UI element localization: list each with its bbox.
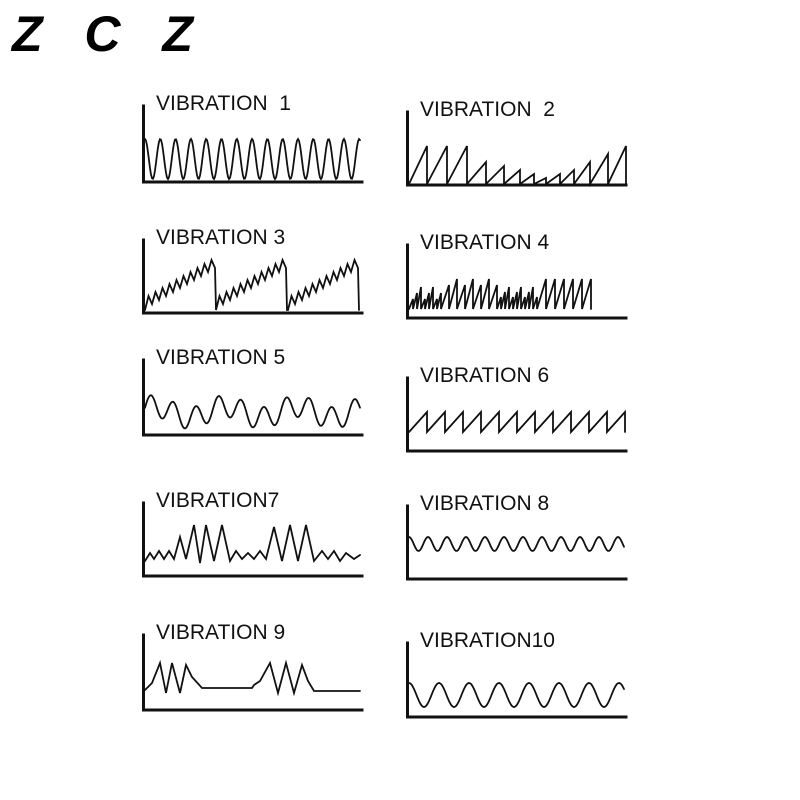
pattern-label-5: VIBRATION 5 <box>156 346 286 369</box>
pattern-label-9: VIBRATION 9 <box>156 621 286 644</box>
pattern-panel-10: VIBRATION10 <box>406 629 628 721</box>
axis-8 <box>406 504 628 581</box>
axis-7 <box>142 501 364 578</box>
pattern-graph-9 <box>142 633 364 712</box>
axis-3 <box>142 238 364 315</box>
pattern-graph-1 <box>142 104 364 184</box>
pattern-graph-7 <box>142 501 364 578</box>
pattern-graph-8 <box>406 504 628 581</box>
brand-logo: Z C Z <box>12 6 207 62</box>
pattern-graph-4 <box>406 243 628 320</box>
waveform-8 <box>408 536 625 552</box>
pattern-panel-9: VIBRATION 9 <box>142 621 364 713</box>
pattern-label-2: VIBRATION 2 <box>420 98 555 121</box>
pattern-label-10: VIBRATION10 <box>420 629 555 652</box>
axis-5 <box>142 358 364 437</box>
pattern-label-7: VIBRATION7 <box>156 489 280 512</box>
pattern-label-6: VIBRATION 6 <box>420 364 550 387</box>
waveform-7 <box>144 524 361 564</box>
axis-9 <box>142 633 364 712</box>
pattern-graph-5 <box>142 358 364 437</box>
waveform-3 <box>144 257 360 311</box>
pattern-panel-4: VIBRATION 4 <box>406 231 628 321</box>
pattern-panel-8: VIBRATION 8 <box>406 492 628 582</box>
waveform-1 <box>144 137 361 181</box>
axis-2 <box>406 110 628 187</box>
axis-1 <box>142 104 364 184</box>
pattern-panel-5: VIBRATION 5 <box>142 346 364 438</box>
pattern-graph-6 <box>406 376 628 453</box>
pattern-panel-6: VIBRATION 6 <box>406 364 628 454</box>
pattern-graph-3 <box>142 238 364 315</box>
pattern-panel-7: VIBRATION7 <box>142 489 364 579</box>
axis-6 <box>406 376 628 453</box>
axis-10 <box>406 641 628 719</box>
pattern-graph-2 <box>406 110 628 188</box>
waveform-10 <box>408 682 625 708</box>
axis-4 <box>406 243 628 320</box>
pattern-panel-1: VIBRATION 1 <box>142 92 364 187</box>
pattern-graph-10 <box>406 641 628 719</box>
waveform-9 <box>144 659 361 697</box>
waveform-6 <box>408 409 626 435</box>
pattern-panel-2: VIBRATION 2 <box>406 98 628 190</box>
pattern-label-1: VIBRATION 1 <box>156 92 291 115</box>
pattern-panel-3: VIBRATION 3 <box>142 226 364 316</box>
waveform-2 <box>408 145 627 188</box>
pattern-label-8: VIBRATION 8 <box>420 492 550 515</box>
pattern-label-4: VIBRATION 4 <box>420 231 550 254</box>
waveform-4 <box>408 278 592 310</box>
waveform-5 <box>144 394 361 430</box>
pattern-label-3: VIBRATION 3 <box>156 226 286 249</box>
